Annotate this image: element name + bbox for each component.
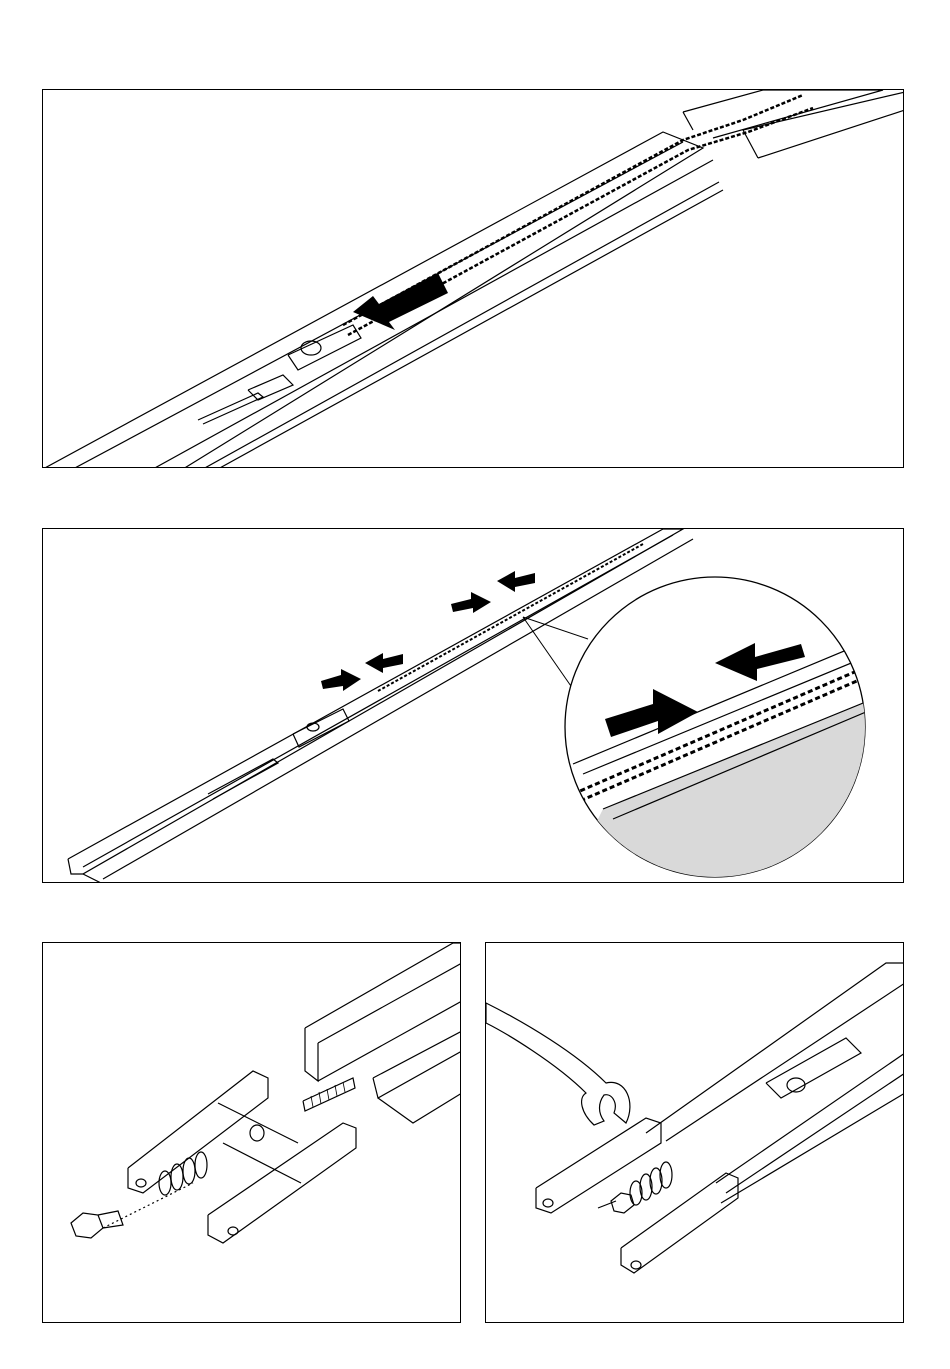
carriage-slot: [198, 393, 263, 424]
bracket-hole: [631, 1261, 641, 1269]
push-arrow: [353, 273, 448, 330]
rail-edge: [646, 963, 904, 1133]
carriage: [766, 1038, 861, 1098]
rail-edge: [153, 160, 713, 468]
bracket-hole: [250, 1125, 264, 1141]
rail-end: [305, 943, 461, 1043]
rail-edge: [726, 1073, 904, 1193]
carriage-slot: [208, 759, 278, 799]
figure-rail-chain-push: [42, 89, 904, 468]
threaded-rod: [303, 1078, 355, 1111]
rail-join-illustration: [43, 529, 904, 883]
tensioner-bracket: [621, 1173, 738, 1273]
bracket-hole: [543, 1199, 553, 1207]
rail-edge: [721, 1093, 904, 1203]
rail-chain-illustration: [43, 90, 904, 468]
tensioner-wrench-illustration: [486, 943, 904, 1323]
upper-rail-edge: [758, 110, 904, 158]
spring: [159, 1152, 207, 1195]
join-arrow: [365, 653, 403, 673]
join-arrow: [497, 571, 535, 592]
callout-line: [523, 617, 573, 689]
carriage-plate: [248, 375, 293, 400]
spring: [630, 1162, 672, 1205]
join-arrow: [451, 592, 491, 613]
upper-rail-edge: [683, 90, 883, 138]
tensioner-exploded-illustration: [43, 943, 461, 1323]
bracket-hole: [136, 1179, 146, 1187]
wrench: [486, 1003, 630, 1125]
tensioner-bracket: [208, 1123, 356, 1243]
nut: [71, 1213, 103, 1238]
join-arrow: [321, 669, 361, 691]
tensioner-bracket: [218, 1103, 298, 1143]
upper-rail-edge: [743, 130, 758, 158]
figure-tensioner-exploded: [42, 942, 461, 1323]
rail-edge: [68, 859, 83, 874]
rail-end: [378, 1093, 461, 1123]
callout-line: [523, 617, 588, 639]
tensioner-bracket: [128, 1071, 268, 1193]
figure-tensioner-wrench: [485, 942, 904, 1323]
rail-edge: [716, 1053, 904, 1183]
figure-rail-sections-join: [42, 528, 904, 883]
rail-edge: [666, 983, 904, 1141]
rail-end: [373, 1031, 461, 1098]
rail-edge: [203, 182, 719, 468]
rail-end: [305, 1028, 318, 1081]
tensioner-bracket: [536, 1118, 661, 1213]
upper-rail-edge: [683, 112, 693, 130]
carriage: [293, 709, 349, 747]
detail-magnifier: [563, 577, 873, 883]
rail-edge: [218, 190, 723, 468]
bracket-hole: [228, 1227, 238, 1235]
tensioner-bracket: [223, 1143, 301, 1183]
